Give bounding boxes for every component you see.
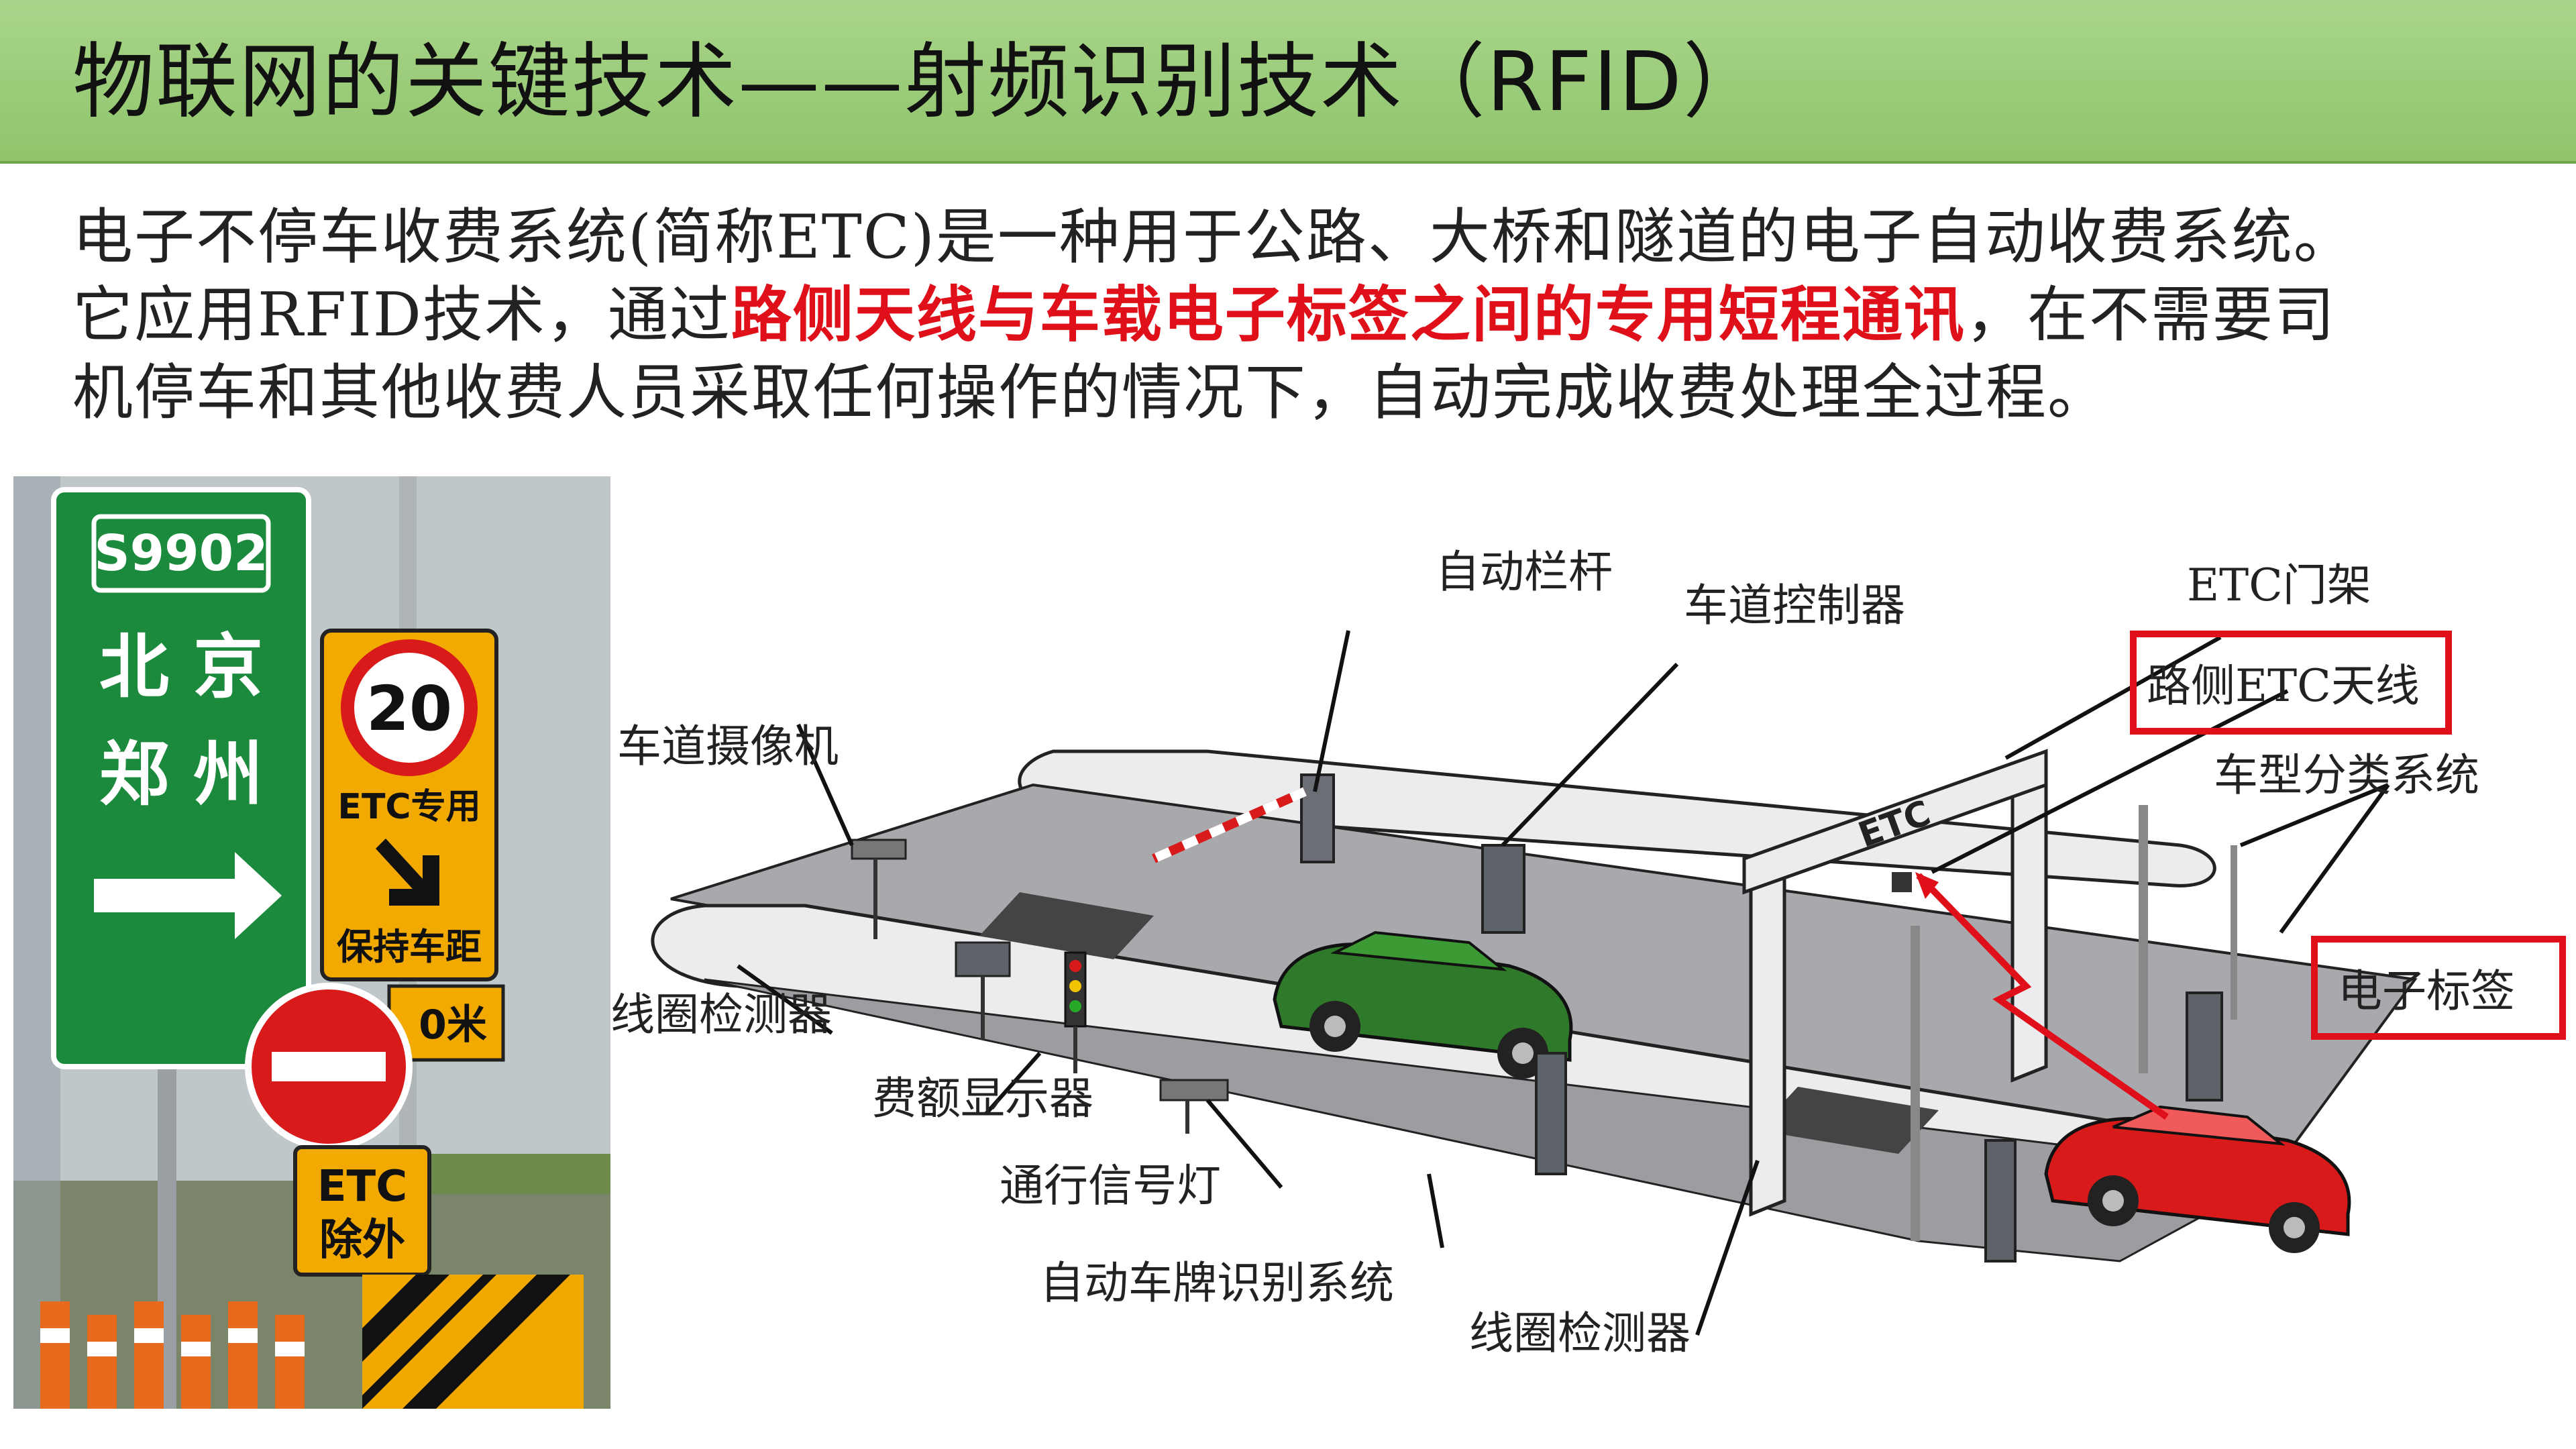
label-fee-display: 费额显示器	[872, 1073, 1093, 1124]
label-loop-detector-1: 线圈检测器	[610, 989, 832, 1040]
label-lane-controller: 车道控制器	[1684, 580, 1905, 631]
paragraph-line-3: 机停车和其他收费人员采取任何操作的情况下，自动完成收费处理全过程。	[72, 354, 2528, 432]
highlight-text: 路侧天线与车载电子标签之间的专用短程通讯	[731, 280, 1966, 350]
body-paragraph: 电子不停车收费系统(简称ETC)是一种用于公路、大桥和隧道的电子自动收费系统。 …	[72, 199, 2528, 432]
etc-sign-photo-drawing: S9902 北 京 郑 州 20 ETC专用 保持车距 0米 ETC 除外	[13, 476, 610, 1409]
label-lane-camera: 车道摄像机	[617, 720, 839, 772]
paragraph-line-2: 它应用RFID技术，通过路侧天线与车载电子标签之间的专用短程通讯，在不需要司	[72, 276, 2528, 354]
etc-system-diagram: ETC 自动栏杆 车道控制器	[604, 470, 2576, 1436]
title-bar: 物联网的关键技术——射频识别技术（RFID）	[0, 0, 2576, 164]
etc-diagram-svg: ETC 自动栏杆 车道控制器	[604, 470, 2576, 1436]
paragraph-line-1: 电子不停车收费系统(简称ETC)是一种用于公路、大桥和隧道的电子自动收费系统。	[72, 199, 2528, 276]
label-etc-gantry: ETC门架	[2187, 559, 2371, 611]
label-plate-recognition: 自动车牌识别系统	[1040, 1257, 1394, 1309]
city-beijing: 北 京	[99, 626, 263, 708]
route-sign-text: S9902	[94, 525, 268, 582]
label-auto-barrier: 自动栏杆	[1436, 546, 1613, 598]
label-roadside-antenna: 路侧ETC天线	[2147, 660, 2420, 712]
keep-distance-text: 保持车距	[337, 926, 482, 968]
city-zhengzhou: 郑 州	[99, 733, 263, 815]
speed-limit-text: 20	[366, 673, 452, 745]
etc-except-line2: 除外	[319, 1216, 405, 1265]
line2-post: ，在不需要司	[1966, 280, 2336, 350]
label-electronic-tag: 电子标签	[2338, 965, 2515, 1017]
label-vehicle-classifier: 车型分类系统	[2214, 749, 2479, 801]
etc-sign-photo: S9902 北 京 郑 州 20 ETC专用 保持车距 0米 ETC 除外	[13, 476, 610, 1409]
slide-title: 物联网的关键技术——射频识别技术（RFID）	[72, 35, 1766, 129]
etc-only-text: ETC专用	[337, 787, 480, 827]
distance-text: 0米	[419, 1002, 487, 1049]
line2-pre: 它应用RFID技术，通过	[72, 280, 731, 350]
label-traffic-light: 通行信号灯	[1000, 1160, 1221, 1212]
etc-except-line1: ETC	[317, 1162, 407, 1212]
label-loop-detector-2: 线圈检测器	[1469, 1307, 1690, 1359]
